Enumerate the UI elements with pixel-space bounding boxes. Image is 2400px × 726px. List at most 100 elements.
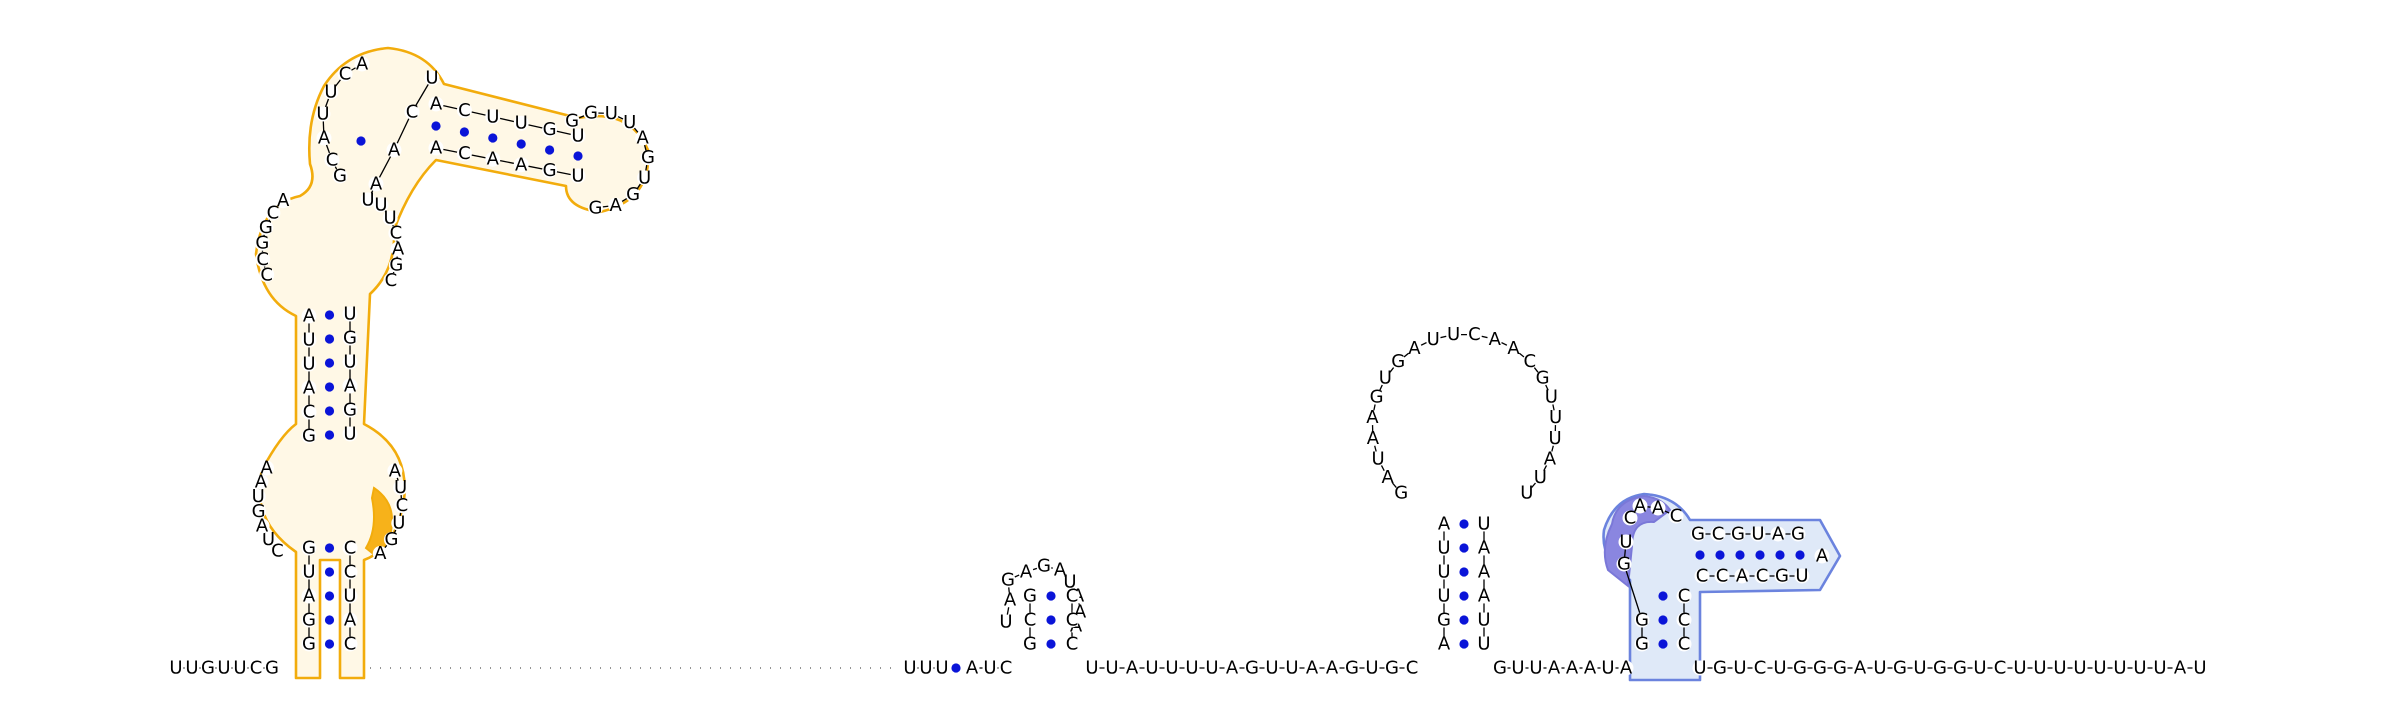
nt-mask (342, 564, 358, 580)
nt-mask (2052, 660, 2068, 676)
nt-mask (1476, 516, 1492, 532)
three-prime-nt: U (1913, 658, 1926, 679)
nt-mask (570, 168, 586, 184)
small-hairpin-left-nt: G (1023, 634, 1037, 655)
stem-c-loop-nt: C (1624, 508, 1637, 529)
three-prime-nt: A (2174, 658, 2187, 679)
top-helix-left-nt: G (543, 119, 557, 140)
loop-a1-right-nt: U (392, 513, 405, 534)
nt-mask (1036, 558, 1052, 574)
base-pair-dot (324, 543, 335, 553)
nt-mask (394, 498, 410, 514)
loop-a2-left-nt: C (267, 203, 280, 224)
nt-mask (1632, 498, 1648, 514)
base-pair-dot (1795, 550, 1805, 560)
nt-mask (1425, 331, 1441, 347)
base-pair-dot (1459, 615, 1469, 625)
top-right-nt: U (361, 190, 374, 211)
nt-mask (603, 105, 619, 121)
five-prime-nt: U (233, 658, 246, 679)
nt-mask (1364, 660, 1380, 676)
nt-mask (301, 636, 317, 652)
nt-mask (1712, 660, 1728, 676)
nt-mask (1952, 660, 1968, 676)
linker-nt: U (1185, 658, 1198, 679)
small-hairpin-right-nt: C (1066, 634, 1079, 655)
linker-nt: U (1365, 658, 1378, 679)
small-hairpin-left-nt: G (1023, 586, 1037, 607)
top-loop-nt: G (565, 110, 579, 131)
nt-mask (301, 540, 317, 556)
stem-b-loop-nt: U (1371, 448, 1384, 469)
stem-b-loop-nt: U (1545, 387, 1558, 408)
nt-mask (513, 157, 529, 173)
stem-c-left-nt: G (1635, 634, 1649, 655)
stem-b-right-nt: A (1478, 562, 1491, 583)
stem-c-helix-top-nt: C (1712, 524, 1725, 545)
top-loop-nt: A (610, 195, 623, 216)
nt-mask (1752, 660, 1768, 676)
base-pair-dot (1459, 567, 1469, 577)
loop-a1-right-nt: U (394, 477, 407, 498)
nt-mask (1582, 660, 1598, 676)
five-prime-nt: G (201, 658, 215, 679)
nt-mask (1436, 540, 1452, 556)
nt-mask (1676, 612, 1692, 628)
nt-mask (964, 660, 980, 676)
loop-a1-left-nt: U (252, 486, 265, 507)
nt-mask (342, 636, 358, 652)
nt-mask (368, 176, 384, 192)
stem-b-loop-nt: G (1536, 368, 1550, 389)
nt-mask (1812, 660, 1828, 676)
three-prime-nt: U (1773, 658, 1786, 679)
nt-mask (342, 612, 358, 628)
nt-mask (301, 380, 317, 396)
three-prime-nt: G (1793, 658, 1807, 679)
nt-mask (998, 660, 1014, 676)
base-pair-dot (1046, 639, 1056, 649)
nt-mask (1814, 548, 1830, 564)
top-right-nt: A (388, 140, 401, 161)
stem-a-right-nt: U (343, 586, 356, 607)
stem-c-left-nt: U (1619, 532, 1632, 553)
nt-mask (622, 114, 638, 130)
nt-mask (1522, 354, 1538, 370)
top-helix-right-nt: C (458, 143, 471, 164)
nt-mask (1912, 660, 1928, 676)
base-pair-dot (1459, 543, 1469, 553)
linker-nt: U (1285, 658, 1298, 679)
stem-a-left-nt: G (302, 634, 316, 655)
nt-mask (1492, 660, 1508, 676)
helix-a-right-nt: U (343, 304, 356, 325)
nt-mask (1732, 660, 1748, 676)
linker-nt: U (1085, 658, 1098, 679)
base-pair-layer (324, 121, 1805, 673)
nt-mask (1972, 660, 1988, 676)
small-hairpin-loop-nt: U (1063, 572, 1076, 593)
three-prime-nt: U (1693, 658, 1706, 679)
nt-mask (625, 187, 641, 203)
nt-mask (1164, 660, 1180, 676)
nt-mask (424, 70, 440, 86)
small-hairpin-left-nt: C (1024, 610, 1037, 631)
nt-mask (1622, 510, 1638, 526)
nt-mask (1690, 526, 1706, 542)
middle-nt: U (903, 658, 916, 679)
three-prime-nt: U (2133, 658, 2146, 679)
nt-mask (1476, 588, 1492, 604)
nt-mask (1790, 526, 1806, 542)
nt-mask (1750, 526, 1766, 542)
stem-b-loop-nt: U (1520, 483, 1533, 504)
nt-mask (337, 66, 353, 82)
stem-c-helix-bottom-nt: C (1716, 566, 1729, 587)
stem-b-loop-nt: U (1549, 428, 1562, 449)
nt-mask (301, 308, 317, 324)
linker-nt: U (1165, 658, 1178, 679)
nt-mask (1528, 660, 1544, 676)
nt-mask (1324, 660, 1340, 676)
loop-a2-right-nt: A (392, 239, 405, 260)
linker-nt: A (1566, 658, 1579, 679)
stem-b-loop-nt: A (1381, 467, 1394, 488)
base-pair-dot (324, 615, 335, 625)
